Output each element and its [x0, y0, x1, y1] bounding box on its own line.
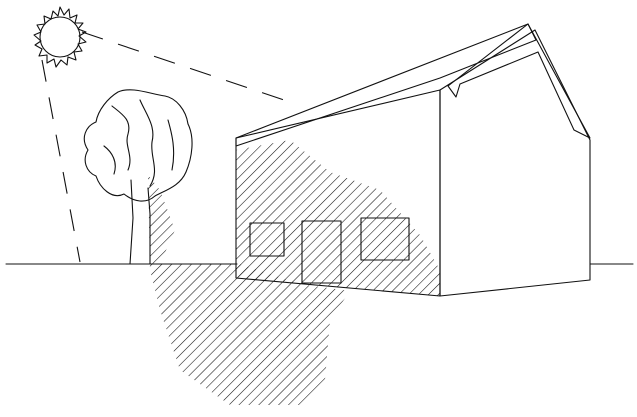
- gable-trim: [448, 24, 590, 138]
- tree-crown-detail: [104, 100, 174, 186]
- tree-trunk: [130, 180, 150, 264]
- house-side-wall: [440, 30, 590, 296]
- tree: [84, 90, 192, 264]
- tree-crown: [84, 90, 192, 201]
- sun-icon: [34, 7, 86, 67]
